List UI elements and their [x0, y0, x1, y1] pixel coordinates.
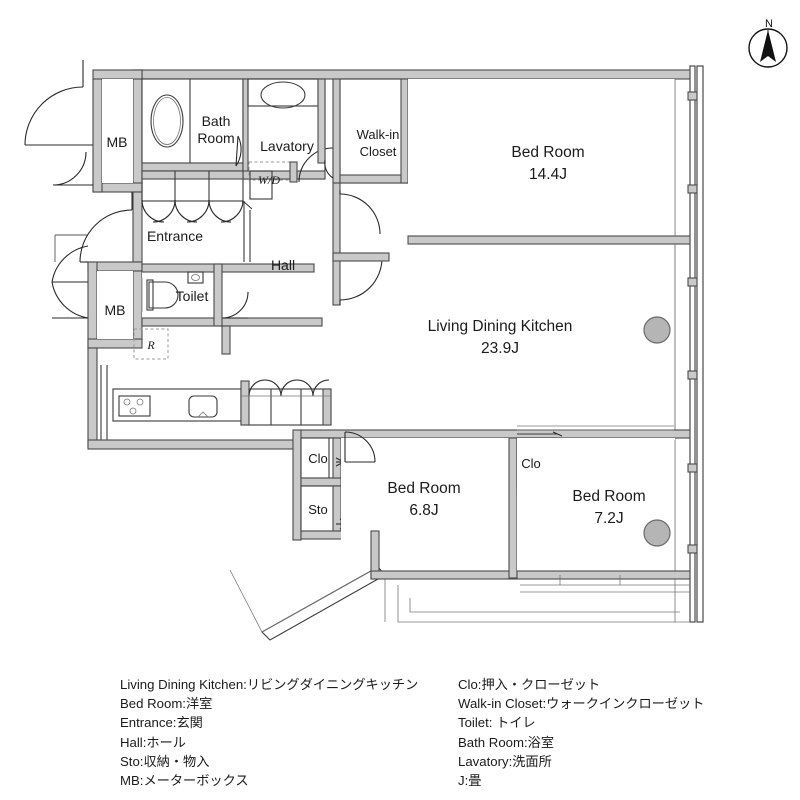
- label-bath-room-line1: Bath: [202, 113, 231, 129]
- room-labels: MB Bath Room Lavatory W/D Walk-in Closet…: [105, 113, 646, 527]
- label-mb-lower: MB: [105, 302, 126, 318]
- wall-left-upper: [132, 69, 143, 193]
- wall-entrance-left: [132, 191, 143, 263]
- bed-room-3-group: [516, 425, 691, 580]
- wall-left-kitchen: [87, 347, 98, 449]
- wall-ldk-bottom-left: [87, 439, 301, 450]
- label-washer-dryer: W/D: [258, 173, 280, 187]
- legend-item: Bath Room:浴室: [458, 734, 555, 750]
- compass-north-label: N: [765, 18, 773, 30]
- label-bath-room-line2: Room: [197, 130, 234, 146]
- legend-item: MB:メーターボックス: [120, 773, 249, 789]
- exterior-door-entrance: [79, 192, 133, 263]
- wall-bedroom-bottom: [407, 235, 691, 245]
- legend-column-right: Clo:押入・クローゼット Walk-in Closet:ウォークインクローゼッ…: [458, 675, 704, 790]
- legend-item: Entrance:玄関: [120, 715, 203, 731]
- ac-unit-bedroom3: [643, 519, 671, 547]
- label-closet-2: Clo: [521, 456, 541, 471]
- label-lavatory: Lavatory: [260, 138, 314, 154]
- ac-unit-ldk: [643, 316, 671, 344]
- wall-stub-hall: [221, 325, 231, 355]
- storage-group: [300, 485, 380, 540]
- label-ldk: Living Dining Kitchen: [428, 318, 573, 335]
- wall-lav-right: [317, 78, 326, 164]
- wall-br2-bottom: [370, 570, 517, 580]
- wall-hall-ldk: [332, 252, 390, 262]
- bed-room-main-group: [407, 79, 691, 245]
- wall-br2-br3: [508, 437, 518, 579]
- closet-1-group: [300, 437, 346, 487]
- legend-item: J:畳: [458, 773, 482, 789]
- bath-room-group: [141, 78, 244, 172]
- wall-br3-bottom: [516, 570, 691, 580]
- toilet-group: [141, 263, 323, 327]
- bed-room-2-group: [341, 431, 517, 580]
- wall-mb-top-top: [92, 69, 143, 80]
- refrigerator-box: [133, 328, 169, 360]
- legend-item: Clo:押入・クローゼット: [458, 677, 601, 692]
- label-hall: Hall: [271, 257, 295, 273]
- mb-top-fill: [102, 79, 133, 183]
- mb-lower-fill: [97, 271, 133, 339]
- exterior-door-arcs-left: [24, 60, 93, 319]
- label-bed-room-3: Bed Room: [572, 488, 645, 505]
- label-toilet: Toilet: [176, 288, 209, 304]
- legend-item: Living Dining Kitchen:リビングダイニングキッチン: [120, 677, 419, 692]
- label-bed-room-2-area: 6.8J: [409, 502, 438, 519]
- label-bed-room-2: Bed Room: [387, 480, 460, 497]
- label-closet-1: Clo: [308, 451, 328, 466]
- wall-hall-right: [332, 182, 341, 306]
- label-entrance: Entrance: [147, 228, 203, 244]
- compass-north-icon: [748, 28, 788, 68]
- label-walk-in-closet-line2: Closet: [360, 144, 397, 159]
- entrance-group: [141, 170, 253, 262]
- wall-mb2-left: [87, 261, 98, 349]
- ldk-group: [643, 244, 676, 430]
- legend-item: Toilet: トイレ: [458, 715, 536, 731]
- entrance-cabinet: [249, 170, 273, 200]
- balcony-bottom: [229, 566, 690, 641]
- wall-mb-top-left: [92, 77, 103, 193]
- wall-ldk-bottom: [299, 429, 691, 439]
- legend-item: Hall:ホール: [120, 734, 186, 750]
- legend-item: Lavatory:洗面所: [458, 753, 552, 769]
- wall-top: [132, 69, 691, 80]
- label-refrigerator: R: [146, 338, 155, 352]
- kitchen-counter-group: [112, 379, 332, 426]
- label-storage: Sto: [308, 502, 328, 517]
- legend-item: Sto:収納・物入: [120, 753, 210, 769]
- legend-item: Bed Room:洋室: [120, 696, 213, 712]
- label-bed-room-3-area: 7.2J: [594, 510, 623, 527]
- label-bed-room-main-area: 14.4J: [529, 166, 567, 183]
- label-walk-in-closet-line1: Walk-in: [357, 127, 400, 142]
- label-mb-top: MB: [107, 134, 128, 150]
- label-bed-room-main: Bed Room: [511, 144, 584, 161]
- balcony-right: [674, 65, 704, 623]
- window-markers-bottom: [559, 575, 621, 585]
- legend: Living Dining Kitchen:リビングダイニングキッチン Bed …: [0, 675, 800, 800]
- wall-clo-left: [292, 429, 302, 541]
- legend-item: Walk-in Closet:ウォークインクローゼット: [458, 696, 705, 712]
- label-ldk-area: 23.9J: [481, 340, 519, 357]
- legend-column-left: Living Dining Kitchen:リビングダイニングキッチン Bed …: [120, 675, 418, 790]
